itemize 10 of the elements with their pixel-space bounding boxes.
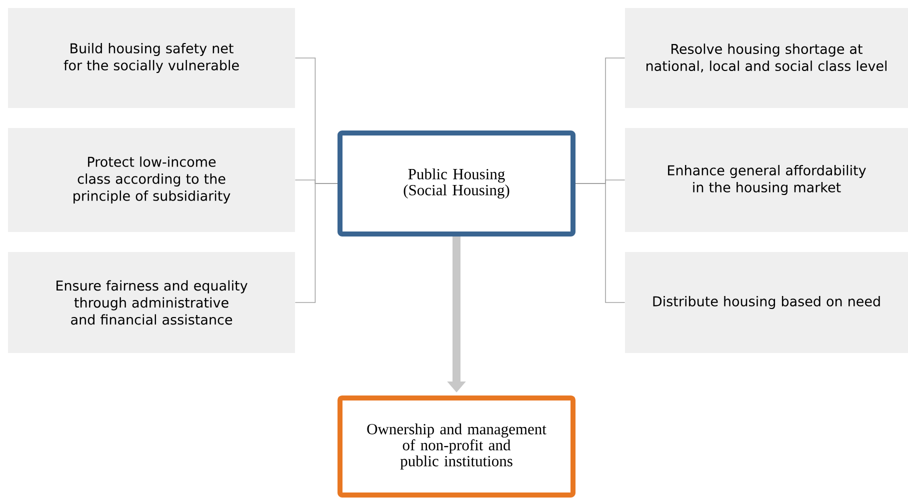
side-box: Protect low-income class according to the principle of subsidiarity bbox=[8, 128, 295, 232]
connector-line bbox=[294, 183, 338, 303]
side-box: Distribute housing based on need bbox=[625, 252, 908, 353]
side-box: Ensure fairness and equality through administrative and financial assistance bbox=[8, 252, 295, 353]
side-box: Enhance general affordability in the housing market bbox=[625, 128, 908, 232]
connector-line bbox=[575, 183, 626, 303]
side-box: Build housing safety net for the socially vulnerable bbox=[8, 8, 295, 108]
result-box: Ownership and management of non-profit and public institutions bbox=[338, 396, 576, 498]
main-box: Public Housing (Social Housing) bbox=[338, 130, 576, 236]
side-box: Resolve housing shortage at national, local and social class level bbox=[625, 8, 908, 108]
